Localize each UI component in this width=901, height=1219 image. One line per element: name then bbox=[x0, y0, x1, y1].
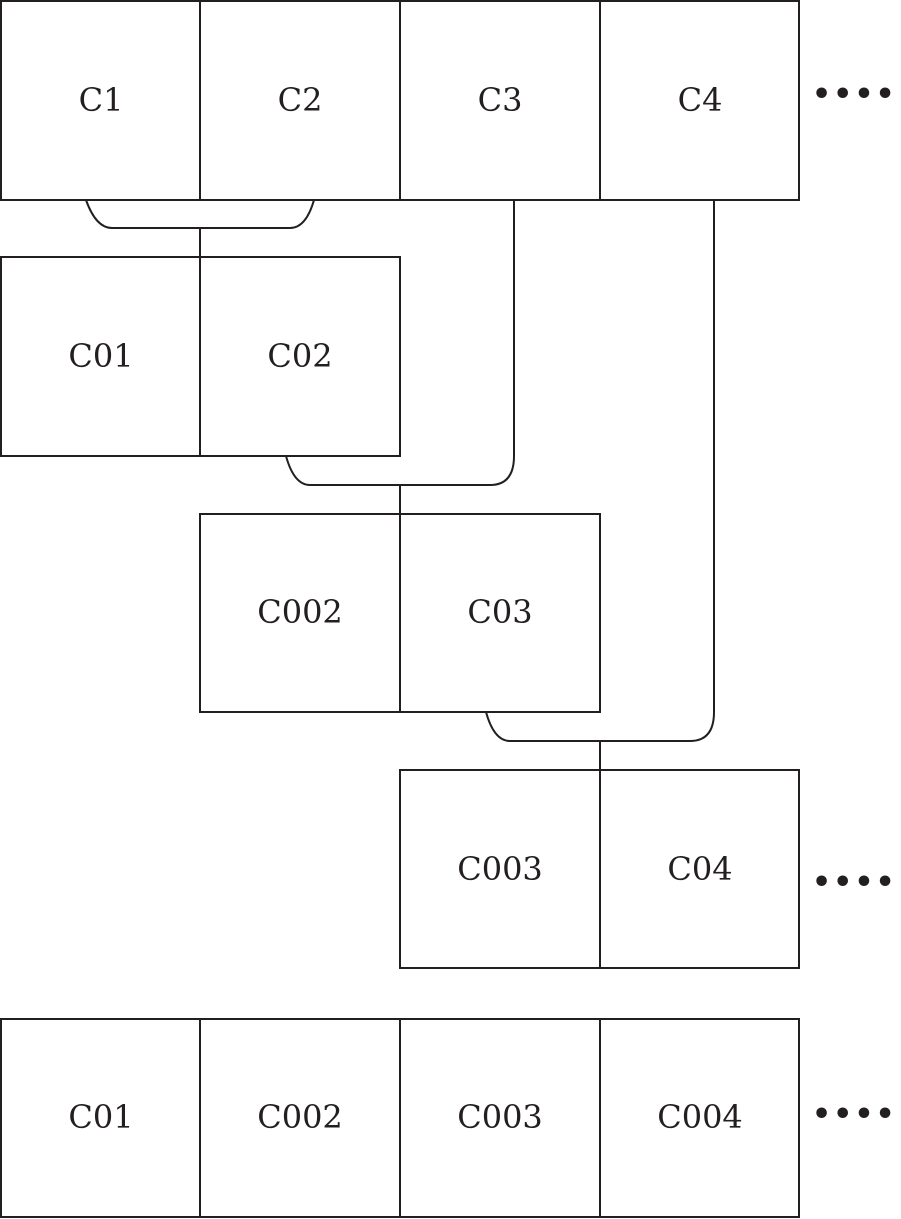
row-level-4: C003 C04 •••••• bbox=[399, 769, 901, 969]
cell-c2: C2 bbox=[199, 0, 401, 201]
cell-label: C04 bbox=[667, 850, 732, 888]
cell-c4: C4 bbox=[599, 0, 800, 201]
cell-c1: C1 bbox=[0, 0, 202, 201]
cell-label: C002 bbox=[257, 593, 343, 631]
cell-label: C02 bbox=[267, 337, 332, 375]
connectors bbox=[85, 199, 715, 770]
cell-label: C003 bbox=[457, 850, 543, 888]
row-result: C01 C002 C003 C004 •••••• bbox=[0, 1018, 901, 1218]
cell-label: C004 bbox=[657, 1098, 743, 1136]
cell-result-c003: C003 bbox=[399, 1018, 601, 1218]
connector-c4-c03 bbox=[485, 200, 715, 742]
cell-c002: C002 bbox=[199, 513, 401, 713]
ellipsis-level-4: •••••• bbox=[812, 865, 901, 900]
cell-label: C3 bbox=[478, 81, 523, 119]
cell-label: C2 bbox=[278, 81, 323, 119]
cell-label: C01 bbox=[68, 1098, 133, 1136]
cell-c04: C04 bbox=[599, 769, 800, 969]
cell-c01: C01 bbox=[0, 256, 202, 457]
cell-c02: C02 bbox=[199, 256, 401, 457]
cell-c003: C003 bbox=[399, 769, 601, 969]
cell-c3: C3 bbox=[399, 0, 601, 201]
cell-label: C002 bbox=[257, 1098, 343, 1136]
row-level-1: C1 C2 C3 C4 •••••• bbox=[0, 0, 901, 201]
row-level-2: C01 C02 bbox=[0, 256, 401, 457]
cell-result-c01: C01 bbox=[0, 1018, 202, 1218]
cell-label: C01 bbox=[68, 337, 133, 375]
cell-label: C1 bbox=[79, 81, 124, 119]
cell-c03: C03 bbox=[399, 513, 601, 713]
connector-c1-c2 bbox=[85, 199, 315, 229]
row-level-3: C002 C03 bbox=[199, 513, 601, 713]
ellipsis-level-1: •••••• bbox=[812, 77, 901, 112]
cell-result-c002: C002 bbox=[199, 1018, 401, 1218]
cell-label: C003 bbox=[457, 1098, 543, 1136]
cell-result-c004: C004 bbox=[599, 1018, 800, 1218]
cell-label: C4 bbox=[678, 81, 723, 119]
connector-c3-c02 bbox=[285, 200, 515, 486]
cell-label: C03 bbox=[467, 593, 532, 631]
ellipsis-result: •••••• bbox=[812, 1097, 901, 1132]
